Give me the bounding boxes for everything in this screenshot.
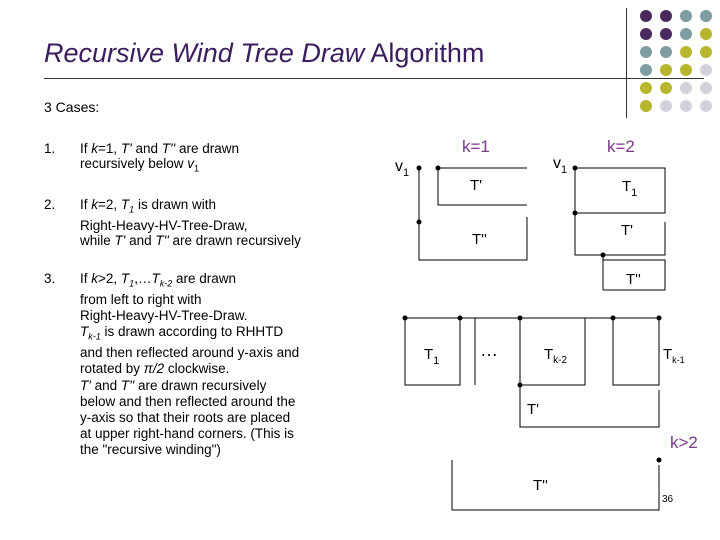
- tree-node: [416, 165, 422, 171]
- case-3-line-4: Tk-1 is drawn according to RHHTD: [80, 324, 284, 342]
- case-1-text: If k=1, T' and T'' are drawn recursively…: [80, 141, 239, 177]
- tree-node: [435, 165, 441, 171]
- case-2-line-1: If k=2, T1 is drawn with: [80, 197, 216, 215]
- decorative-dot-grid: [638, 10, 720, 130]
- k2-t1-label: T1: [622, 178, 637, 199]
- case-3-text: If k>2, T1,…Tk-2 are drawn from left to …: [80, 271, 299, 459]
- case-2-line-3: while T' and T'' are drawn recursively: [80, 232, 301, 248]
- tree-node: [610, 315, 616, 321]
- tree-node: [517, 382, 523, 388]
- k2-t-prime-label: T': [621, 222, 633, 239]
- case-3-number: 3.: [44, 271, 56, 286]
- case-3-line-11: the "recursive winding"): [80, 442, 221, 458]
- k2-t-double-prime-label: T'': [626, 271, 641, 288]
- case-3-line-2: from left to right with: [80, 291, 202, 307]
- k3-ellipsis: …: [480, 340, 498, 360]
- k2-v1-label: v1: [553, 155, 567, 176]
- k3-t1-label: T1: [424, 346, 439, 367]
- case-1-number: 1.: [44, 141, 56, 156]
- case-3-line-9: y-axis so that their roots are placed: [80, 410, 291, 425]
- case-3-line-3: Right-Heavy-HV-Tree-Draw.: [80, 308, 248, 324]
- title-divider: [44, 78, 704, 79]
- tree-node: [656, 457, 662, 463]
- cases-header: 3 Cases:: [44, 99, 100, 115]
- case-3-line-5: and then reflected around y-axis and: [80, 345, 300, 361]
- case-2-number: 2.: [44, 197, 56, 212]
- k3-label: k>2: [670, 433, 698, 452]
- case-1-line-1: If k=1, T' and T'' are drawn: [80, 141, 239, 156]
- title-rest: Algorithm: [364, 38, 485, 68]
- case-3-line-7: T' and T'' are drawn recursively: [80, 377, 267, 393]
- k3-t-double-prime-label: T'': [533, 477, 548, 494]
- tree-node: [572, 165, 578, 171]
- k1-t-prime-label: T': [470, 177, 482, 194]
- tree-node: [416, 219, 422, 225]
- decorative-vertical-line: [626, 8, 627, 118]
- tree-node: [656, 315, 662, 321]
- k3-tk-2-label: Tk-2: [544, 346, 568, 366]
- k2-label: k=2: [607, 137, 635, 156]
- case-1-line-2: recursively below v1: [80, 156, 200, 174]
- k1-label: k=1: [462, 137, 490, 156]
- case-3-line-8: below and then reflected around the: [80, 393, 296, 409]
- tree-node: [517, 315, 523, 321]
- case-2-text: If k=2, T1 is drawn with Right-Heavy-HV-…: [80, 197, 301, 248]
- tree-node: [457, 315, 463, 321]
- case-3-line-1: If k>2, T1,…Tk-2 are drawn: [80, 271, 237, 289]
- case-3-line-10: at upper right-hand corners. (This is: [80, 426, 294, 442]
- k1-t-double-prime-label: T'': [472, 231, 487, 248]
- page-number: 36: [662, 494, 674, 505]
- k1-v1-label: v1: [395, 158, 409, 179]
- k3-t-prime-label: T': [527, 401, 539, 418]
- page-title: Recursive Wind Tree Draw Algorithm: [44, 38, 484, 69]
- tree-node: [402, 315, 408, 321]
- case-2-line-2: Right-Heavy-HV-Tree-Draw,: [80, 217, 248, 233]
- tree-node: [600, 252, 606, 258]
- tree-node: [572, 210, 578, 216]
- title-italic: Recursive Wind Tree Draw: [44, 38, 365, 68]
- case-3-line-6: rotated by π/2 clockwise.: [80, 361, 230, 377]
- k3-tk-1-label: Tk-1: [663, 346, 685, 365]
